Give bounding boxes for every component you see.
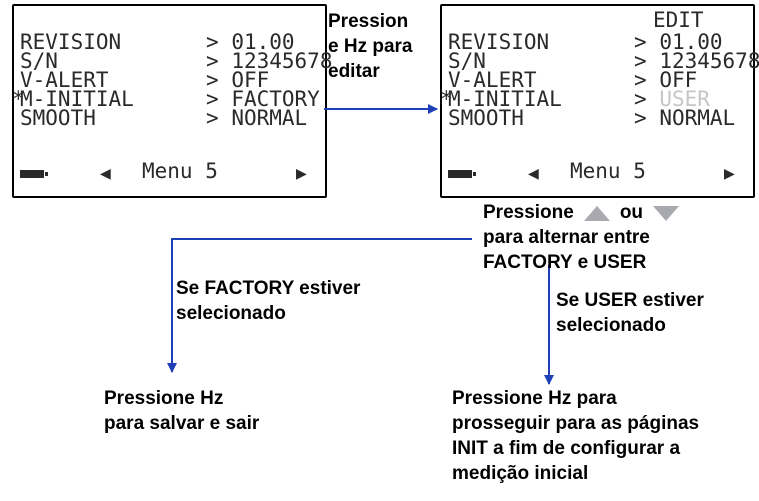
text-line: ou xyxy=(619,202,644,223)
lcd-screen-edit: EDIT REVISION > 01.00 S/N > 12345678 V-A… xyxy=(440,4,759,198)
marker: * xyxy=(440,87,453,111)
branch-label-user: Se USER estiver selecionado xyxy=(556,288,704,338)
value-text-greyed: USER xyxy=(659,87,710,111)
text-line: para alternar entre xyxy=(483,227,650,248)
value-text: OFF xyxy=(659,68,698,92)
text-line: medição inicial xyxy=(452,463,589,484)
text-line: selecionado xyxy=(556,315,666,336)
lcd-label-smooth: SMOOTH xyxy=(448,106,524,130)
lcd-screen-menu: REVISION > 01.00 S/N > 12345678 V-ALERT … xyxy=(12,4,332,198)
result-user: Pressione Hz para prosseguir para as pág… xyxy=(452,386,699,486)
text-line: para salvar e sair xyxy=(104,413,260,434)
value-text: OFF xyxy=(231,68,270,92)
menu-label: Menu 5 xyxy=(142,159,218,183)
label-text: M-INITIAL xyxy=(448,87,562,111)
text-line: selecionado xyxy=(176,303,286,324)
lcd-value-revision: > 01.00 xyxy=(634,30,723,54)
text-line: Se FACTORY estiver xyxy=(176,278,361,299)
lcd-value-revision: > 01.00 xyxy=(206,30,295,54)
lcd-label-smooth: SMOOTH xyxy=(20,106,96,130)
separator: > xyxy=(206,68,219,92)
text-line: FACTORY e USER xyxy=(483,252,647,273)
text-line: e Hz para xyxy=(328,36,413,57)
lcd-status-bar: ◀ Menu 5 ▶ xyxy=(442,160,753,188)
menu-label: Menu 5 xyxy=(570,159,646,183)
lcd-label-v-alert: V-ALERT xyxy=(448,68,537,92)
text-line: prosseguir para as páginas xyxy=(452,413,700,434)
lcd-label-m-initial: *M-INITIAL xyxy=(440,87,562,111)
value-text: NORMAL xyxy=(231,106,308,130)
right-arrow-icon: ▶ xyxy=(724,166,735,182)
label-text: M-INITIAL xyxy=(20,87,134,111)
separator: > xyxy=(634,68,647,92)
text-line: Pressione xyxy=(483,202,574,223)
separator: > xyxy=(206,87,219,111)
text-line: INIT a fim de configurar a xyxy=(452,438,681,459)
separator: > xyxy=(206,30,219,54)
value-text: 01.00 xyxy=(231,30,295,54)
up-triangle-icon xyxy=(583,205,610,221)
separator: > xyxy=(634,49,647,73)
edit-instruction: Pression e Hz para editar xyxy=(328,9,412,84)
lcd-label-sn: S/N xyxy=(20,49,58,73)
left-arrow-icon: ◀ xyxy=(528,166,539,182)
lcd-label-sn: S/N xyxy=(448,49,486,73)
lcd-label-m-initial: *M-INITIAL xyxy=(12,87,134,111)
toggle-instruction: Pressione ou para alternar entre FACTORY… xyxy=(483,200,683,275)
text-line: Pressione Hz xyxy=(104,388,224,409)
separator: > xyxy=(206,49,219,73)
battery-icon xyxy=(20,170,48,178)
lcd-value-sn: > 12345678 xyxy=(206,49,333,73)
text-line: Pression xyxy=(328,11,409,32)
edit-title: EDIT xyxy=(653,8,704,32)
value-text: 12345678 xyxy=(659,49,759,73)
text-line: Pressione Hz para xyxy=(452,388,617,409)
text-line: Se USER estiver xyxy=(556,290,704,311)
marker: * xyxy=(12,87,25,111)
lcd-value-m-initial: > USER xyxy=(634,87,710,111)
branch-line-factory xyxy=(167,238,472,373)
branch-label-factory: Se FACTORY estiver selecionado xyxy=(176,276,360,326)
separator: > xyxy=(634,87,647,111)
lcd-value-m-initial: > FACTORY xyxy=(206,87,320,111)
separator: > xyxy=(634,30,647,54)
lcd-status-bar: ◀ Menu 5 ▶ xyxy=(14,160,325,188)
text-line: editar xyxy=(328,61,380,82)
battery-icon xyxy=(448,170,476,178)
lcd-label-revision: REVISION xyxy=(20,30,122,54)
lcd-value-smooth: > NORMAL xyxy=(206,106,308,130)
lcd-label-revision: REVISION xyxy=(448,30,550,54)
value-text: FACTORY xyxy=(231,87,320,111)
value-text: 12345678 xyxy=(231,49,333,73)
value-text: 01.00 xyxy=(659,30,723,54)
separator: > xyxy=(206,106,219,130)
lcd-value-v-alert: > OFF xyxy=(634,68,698,92)
result-factory: Pressione Hz para salvar e sair xyxy=(104,386,259,436)
value-text: NORMAL xyxy=(659,106,736,130)
separator: > xyxy=(634,106,647,130)
lcd-value-smooth: > NORMAL xyxy=(634,106,736,130)
lcd-label-v-alert: V-ALERT xyxy=(20,68,109,92)
toggle-line-1: Pressione ou xyxy=(483,200,683,225)
left-arrow-icon: ◀ xyxy=(100,166,111,182)
lcd-value-v-alert: > OFF xyxy=(206,68,270,92)
lcd-value-sn: > 12345678 xyxy=(634,49,759,73)
right-arrow-icon: ▶ xyxy=(296,166,307,182)
down-triangle-icon xyxy=(653,205,680,221)
